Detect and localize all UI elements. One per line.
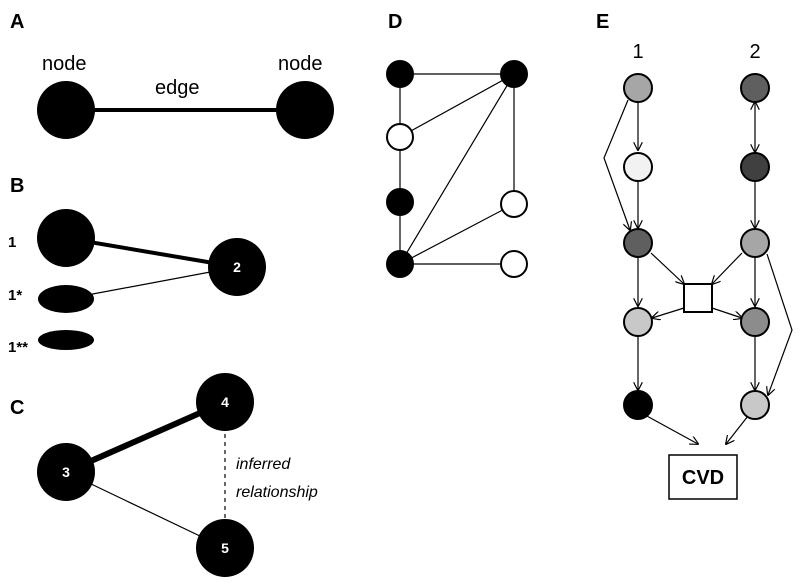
node-3-label: 3: [62, 464, 70, 480]
node-2: [208, 238, 266, 296]
node-3: [37, 443, 95, 501]
tier-1-label: 1: [8, 234, 16, 251]
d-node-2: [500, 60, 528, 88]
e-center-square: [683, 283, 713, 313]
d-node-7: [500, 250, 528, 278]
tier-1doublestar-label: 1**: [8, 339, 28, 356]
panel-d-edges: [399, 73, 515, 265]
e-node-c1-r2: [623, 152, 653, 182]
cvd-box: [668, 454, 738, 500]
column-2-label: 2: [749, 41, 760, 63]
e-node-c2-r5: [740, 390, 770, 420]
panel-e-edges: [603, 99, 793, 444]
d-node-3: [386, 123, 414, 151]
panel-e: E 1 2: [596, 11, 793, 500]
panel-e-label: E: [596, 11, 609, 33]
d-node-5: [500, 190, 528, 218]
panel-a-label: A: [10, 11, 24, 33]
node-5: [196, 519, 254, 577]
e-node-c2-r3: [740, 228, 770, 258]
column-1-label: 1: [632, 41, 643, 63]
panel-c-label: C: [10, 397, 24, 419]
panel-b: B 1 1* 1** 2: [8, 175, 266, 356]
panel-d-label: D: [388, 11, 402, 33]
node-2-label: 2: [233, 259, 241, 275]
node-4: [196, 373, 254, 431]
node-left: [37, 81, 95, 139]
d-node-6: [386, 250, 414, 278]
cvd-label: CVD: [682, 467, 724, 489]
inferred-label-line1: inferred: [236, 456, 291, 473]
e-node-c1-r4: [623, 307, 653, 337]
node-left-label: node: [42, 53, 87, 75]
panel-c: C 3 4 5 inferred relationship: [10, 373, 318, 577]
node-right: [276, 81, 334, 139]
node-tier-1star: [38, 285, 94, 313]
node-4-label: 4: [221, 394, 229, 410]
panel-d: D: [386, 11, 528, 278]
e-node-c1-r5: [623, 390, 653, 420]
e-node-c2-r4: [740, 307, 770, 337]
inferred-label-line2: relationship: [236, 484, 318, 501]
e-node-c2-r2: [740, 152, 770, 182]
e-node-c1-r3: [623, 228, 653, 258]
edge-label: edge: [155, 77, 200, 99]
tier-1star-label: 1*: [8, 287, 22, 304]
e-node-c2-r1: [740, 73, 770, 103]
d-node-4: [386, 188, 414, 216]
node-right-label: node: [278, 53, 323, 75]
e-node-c1-r1: [623, 73, 653, 103]
node-tier-1doublestar: [38, 330, 94, 350]
panel-b-label: B: [10, 175, 24, 197]
node-5-label: 5: [221, 540, 229, 556]
panel-a: A node node edge: [10, 11, 334, 139]
node-tier-1: [37, 209, 95, 267]
d-node-1: [386, 60, 414, 88]
weak-edge: [65, 471, 226, 549]
